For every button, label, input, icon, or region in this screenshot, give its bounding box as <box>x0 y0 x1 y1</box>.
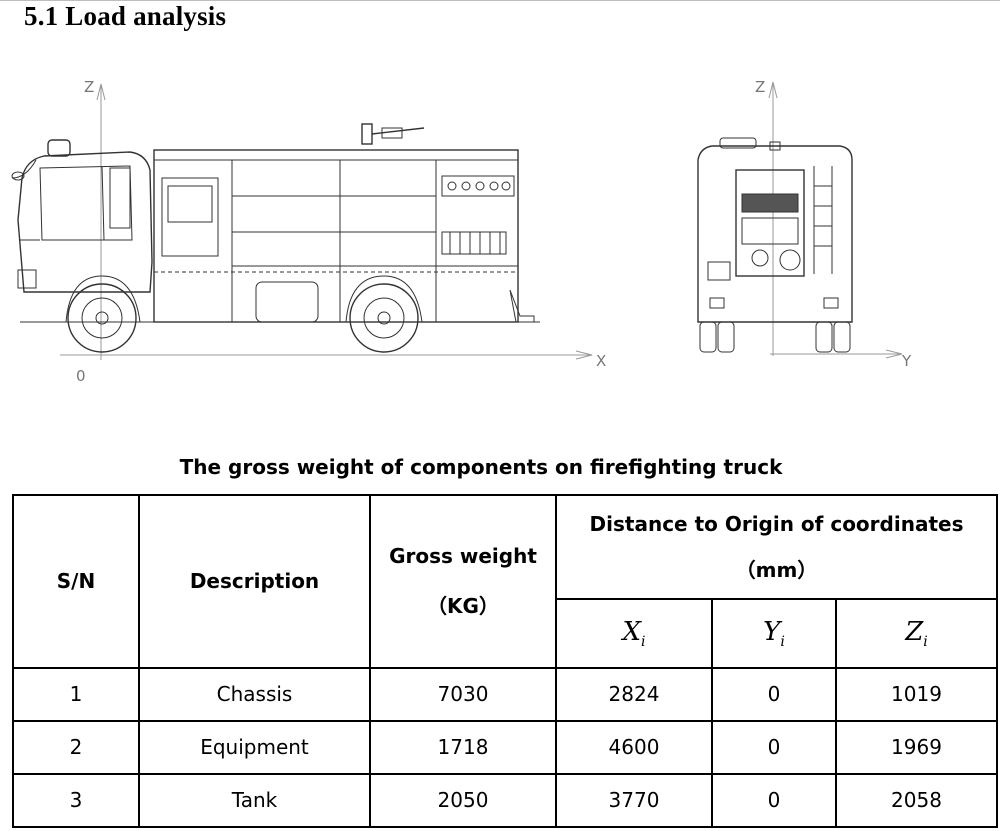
header-xi: Xi <box>555 598 713 669</box>
cell-y: 0 <box>711 772 837 829</box>
cell-weight: 7030 <box>369 666 557 722</box>
side-axis-x-label: X <box>596 352 606 370</box>
rear-axis-z-label: Z <box>755 78 765 96</box>
header-xi-subscript: i <box>641 634 646 650</box>
cell-y: 0 <box>711 666 837 722</box>
cell-description: Tank <box>138 772 371 829</box>
cell-sn: 1 <box>12 666 140 722</box>
header-yi-letter: Y <box>763 616 781 647</box>
origin-label: 0 <box>76 367 86 385</box>
header-yi-subscript: i <box>780 634 785 650</box>
cell-weight: 1718 <box>369 719 557 775</box>
rear-view-drawing <box>697 81 903 359</box>
cell-x: 3770 <box>555 772 713 829</box>
header-zi: Zi <box>835 598 998 669</box>
header-row-2: Xi Yi Zi <box>13 598 998 669</box>
rear-axis-y-label: Y <box>901 352 912 370</box>
header-gross-weight-unit: （KG） <box>427 593 499 618</box>
section-title: 5.1 Load analysis <box>24 1 227 31</box>
header-distance-unit: （mm） <box>735 557 818 582</box>
cell-z: 2058 <box>835 772 998 829</box>
header-gross-weight-label: Gross weight <box>389 543 537 568</box>
header-xi-letter: X <box>622 616 642 647</box>
truck-drawings: Z X 0 Z <box>11 78 912 385</box>
cell-sn: 3 <box>12 772 140 829</box>
cell-x: 2824 <box>555 666 713 722</box>
header-zi-letter: Z <box>905 616 924 647</box>
cell-z: 1019 <box>835 666 998 722</box>
header-row-1: S/N Description Gross weight （KG） Distan… <box>12 493 998 669</box>
header-description: Description <box>138 494 371 669</box>
header-zi-subscript: i <box>923 634 928 650</box>
cell-description: Chassis <box>138 666 371 722</box>
cell-weight: 2050 <box>369 772 557 829</box>
cell-sn: 2 <box>12 719 140 775</box>
cell-z: 1969 <box>835 719 998 775</box>
header-gross-weight: Gross weight （KG） <box>369 494 557 669</box>
header-sn: S/N <box>12 494 140 669</box>
side-view-drawing <box>11 83 593 360</box>
side-axis-z-label: Z <box>84 78 94 96</box>
header-distance-label: Distance to Origin of coordinates <box>589 511 964 536</box>
cell-description: Equipment <box>138 719 371 775</box>
table-caption: The gross weight of components on firefi… <box>179 455 783 479</box>
header-distance: Distance to Origin of coordinates （mm） <box>555 493 998 601</box>
table-row: 2 Equipment 1718 4600 0 1969 <box>12 719 998 775</box>
table-row: 1 Chassis 7030 2824 0 1019 <box>12 666 998 722</box>
table-row: 3 Tank 2050 3770 0 2058 <box>12 772 998 829</box>
load-table: S/N Description Gross weight （KG） Distan… <box>12 493 998 829</box>
cell-x: 4600 <box>555 719 713 775</box>
header-yi: Yi <box>711 598 837 669</box>
cell-y: 0 <box>711 719 837 775</box>
top-rule <box>0 0 1000 1</box>
